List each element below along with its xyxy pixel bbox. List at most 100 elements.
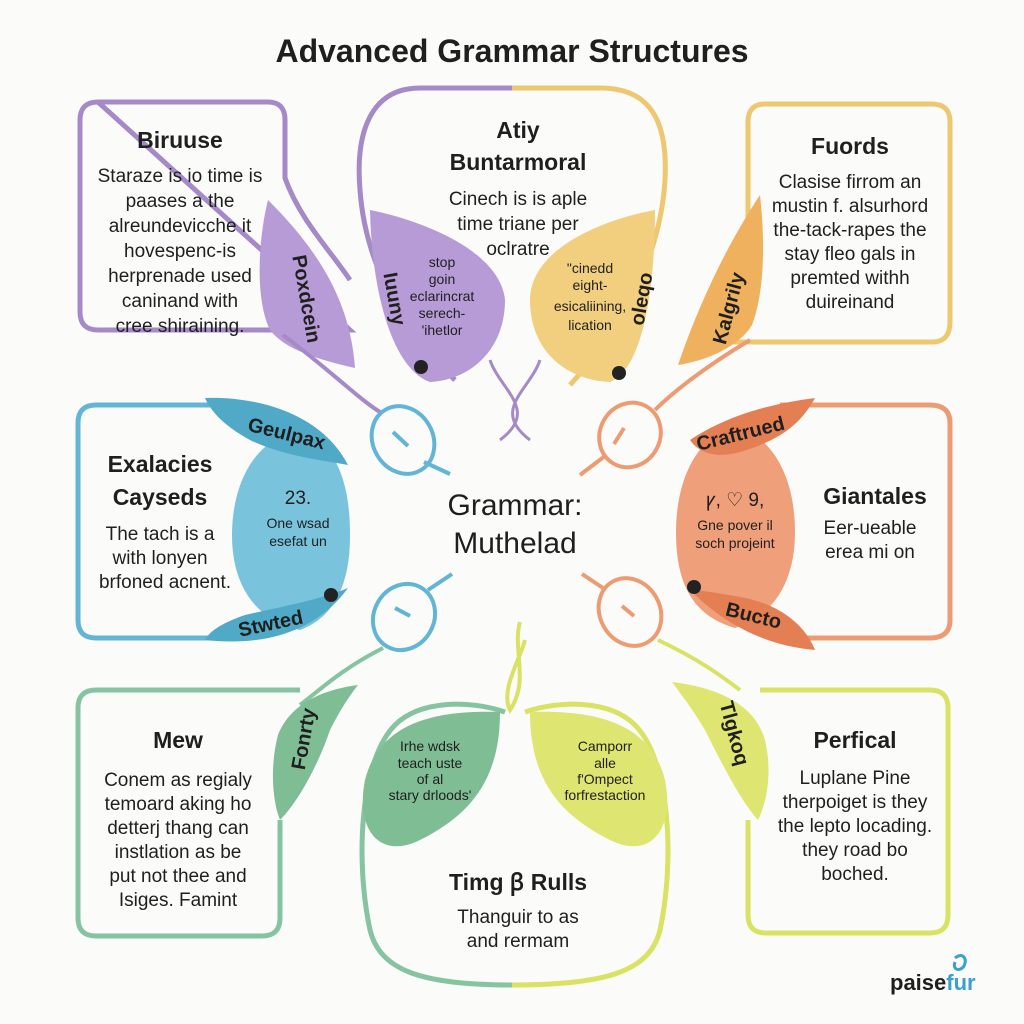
diagram-title: Advanced Grammar Structures xyxy=(275,33,748,69)
card-top-center-left-text: eclarincrat xyxy=(410,288,475,304)
card-mid-left-line: with lonyen xyxy=(111,548,207,569)
card-top-right-line: premted withh xyxy=(790,268,909,289)
speech-bubble-icon xyxy=(394,606,411,618)
speech-bubble-icon xyxy=(597,400,663,470)
card-mid-left-tab-top xyxy=(205,397,348,465)
card-bottom-center-right-text: Camporr xyxy=(578,738,633,754)
card-top-right-line: mustin f. alsurhord xyxy=(772,196,928,217)
card-bottom-left-line: Conem as regialy xyxy=(104,770,252,791)
card-bottom-center-left-bubble xyxy=(362,711,500,847)
card-top-center-right-text: "cinedd xyxy=(567,260,613,276)
card-mid-left-tab-bottom xyxy=(205,588,348,642)
card-top-left-line: caninand with xyxy=(122,291,238,312)
card-bottom-left-heading: Mew xyxy=(153,727,203,753)
card-bottom-center-right-bubble xyxy=(530,711,668,847)
card-bottom-center-left-text: teach uste xyxy=(398,755,463,771)
speech-bubble-icon xyxy=(391,430,410,448)
card-bottom-right-tab xyxy=(672,682,769,820)
card-bottom-left-tab xyxy=(272,685,358,820)
card-top-left: Poxdcein Biruuse Staraze is io time is p… xyxy=(77,99,357,368)
card-top-right-line: the-tack-rapes the xyxy=(773,220,926,241)
card-mid-left-heading-2: Cayseds xyxy=(113,484,208,510)
card-mid-left-border xyxy=(75,402,215,641)
card-top-left-line: herprenade used xyxy=(108,266,252,287)
speech-bubble-icon xyxy=(620,604,636,618)
card-mid-right-inner-line: soch projeint xyxy=(695,535,774,551)
card-bottom-center-heading: Timg ꞵ Rulls xyxy=(449,869,587,896)
card-mid-right-tab-bottom xyxy=(690,590,815,650)
card-mid-right-heading: Giantales xyxy=(823,483,927,509)
card-top-left-line: paases a the xyxy=(126,191,235,212)
card-top-right-border xyxy=(690,101,953,345)
card-top-left-line: alreundevicche it xyxy=(109,216,252,237)
card-top-center-line: Cinech is is aple xyxy=(449,189,587,210)
card-bottom-left-border xyxy=(75,687,300,939)
card-bottom-center-connector xyxy=(505,621,527,714)
card-bottom-center-left-text: Irhe wdsk xyxy=(400,738,461,754)
logo-mark-icon xyxy=(952,954,967,971)
card-bottom-right-line: the lepto locading. xyxy=(778,816,932,837)
speech-bubble-icon xyxy=(369,404,437,476)
card-bottom-left-line: detterj thang can xyxy=(107,818,249,839)
card-top-left-heading: Biruuse xyxy=(137,127,223,153)
connector-line xyxy=(423,460,451,476)
card-mid-right: Craftrued Bucto Giantales Eer-ueable ere… xyxy=(676,398,953,650)
card-mid-right-tab-top xyxy=(690,398,815,455)
card-bottom-right: Tlgkoq Perfical Luplane Pine therpoiget … xyxy=(672,682,951,936)
card-mid-right-line: erea mi on xyxy=(825,542,915,563)
bullet-icon xyxy=(612,366,626,380)
card-top-center-heading-1: Atiy xyxy=(496,117,540,143)
card-top-center-left-text: 'ihetlor xyxy=(422,322,463,338)
card-top-right-line: duireinand xyxy=(806,292,895,313)
card-top-left-line: hovespenc-is xyxy=(124,241,236,262)
logo-text-part-1: paise xyxy=(890,970,946,995)
card-bottom-right-line: therpoiget is they xyxy=(783,792,928,813)
card-mid-right-bubble xyxy=(676,425,795,628)
card-top-center-line: oclratre xyxy=(486,239,549,260)
center-title-line-2: Muthelad xyxy=(453,527,576,560)
card-top-center-right-bubble xyxy=(530,210,655,382)
bullet-icon xyxy=(414,360,428,374)
connector-line xyxy=(580,572,608,592)
card-top-right-line: Clasise firrom an xyxy=(779,172,922,193)
card-mid-right-border xyxy=(780,402,953,641)
card-mid-left-heading-1: Exalacies xyxy=(108,451,213,477)
card-bottom-center-left-border xyxy=(359,701,513,988)
connector-line xyxy=(657,638,742,692)
card-top-left-line: Staraze is io time is xyxy=(98,166,263,187)
speech-bubble-icon xyxy=(370,581,438,653)
card-top-center: Iuuny oleqo Atiy Buntarmoral Cinech is i… xyxy=(356,85,668,442)
card-bottom-right-line: they road bo xyxy=(802,840,908,861)
card-top-center-left-text: stop xyxy=(429,254,456,270)
card-bottom-left-line: instlation as be xyxy=(115,842,242,863)
card-mid-left-line: brfoned acnent. xyxy=(99,572,231,593)
card-top-center-left-bubble xyxy=(370,210,505,382)
card-bottom-left: Fonrty Mew Conem as regialy temoard akin… xyxy=(75,685,358,939)
card-bottom-center-left-text: of al xyxy=(417,771,443,787)
card-top-right: Kalgrily Fuords Clasise firrom an mustin… xyxy=(678,101,953,365)
card-bottom-left-line: put not thee and xyxy=(109,866,246,887)
card-top-center-right-text: lication xyxy=(568,317,612,333)
card-top-center-heading-2: Buntarmoral xyxy=(450,149,587,175)
card-mid-left: Geulpax Stwted Exalacies Cayseds The tac… xyxy=(75,397,350,642)
card-top-center-right-text: eight- xyxy=(572,277,607,293)
card-bottom-right-border xyxy=(745,687,951,936)
card-mid-left-bubble xyxy=(232,430,350,630)
logo-text: paisefur xyxy=(890,970,976,995)
brand-logo: paisefur xyxy=(890,954,976,995)
card-bottom-left-line: Isiges. Famint xyxy=(119,890,238,911)
card-bottom-center-right-text: f'Ompect xyxy=(577,771,633,787)
speech-bubble-icon xyxy=(596,576,664,648)
connector-line xyxy=(298,646,384,707)
card-mid-left-inner-line: esefat un xyxy=(269,533,327,549)
card-bottom-center-line: Thanguir to as xyxy=(457,907,578,928)
center-title-line-1: Grammar: xyxy=(448,489,583,522)
card-top-center-left-text: serech- xyxy=(419,305,466,321)
card-bottom-center: Irhe wdsk teach uste of al stary drloods… xyxy=(359,621,671,988)
card-bottom-center-left-text: stary drloods' xyxy=(389,787,472,803)
card-bottom-center-right-text: forfrestaction xyxy=(565,787,646,803)
center-node: Grammar: Muthelad xyxy=(281,333,752,707)
card-top-center-right-text: esicaliining, xyxy=(554,298,626,314)
card-bottom-center-right-border xyxy=(511,701,671,988)
